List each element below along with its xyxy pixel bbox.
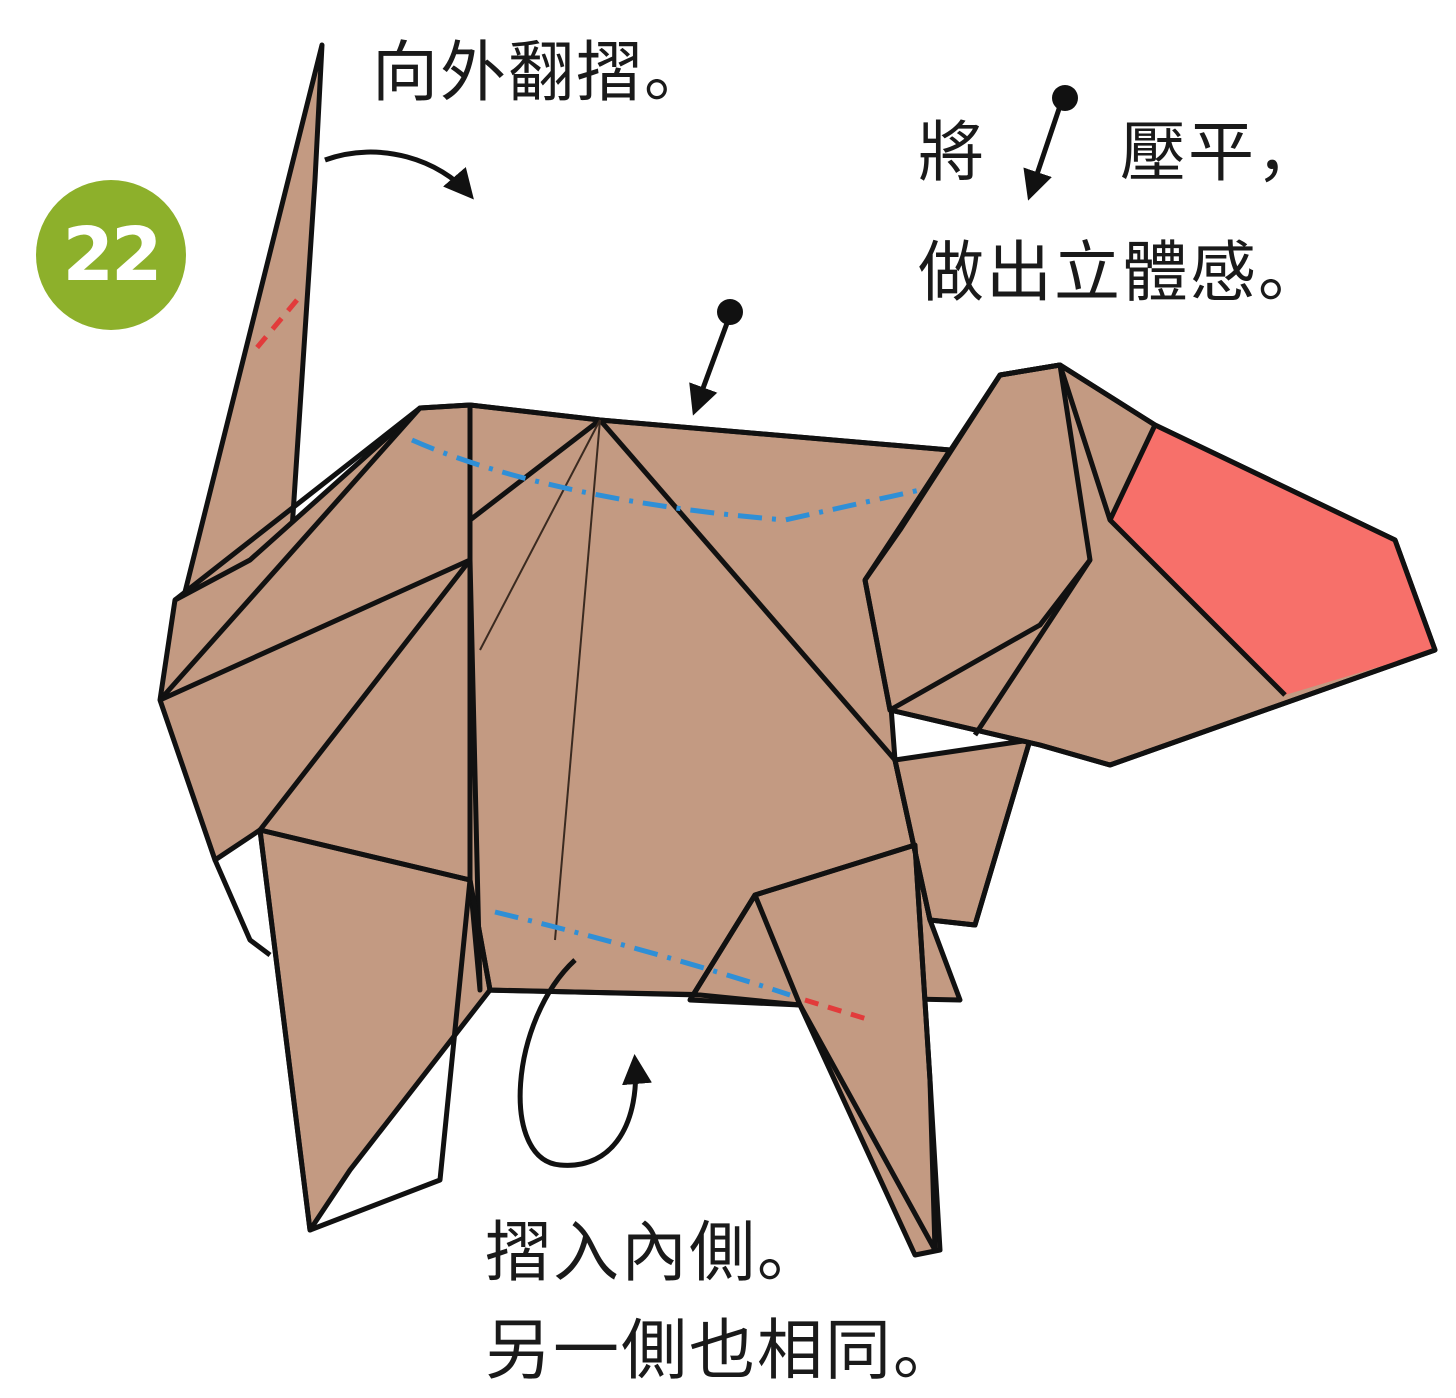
shoulder-right: [598, 418, 897, 762]
tail-instruction: 向外翻摺。: [372, 34, 712, 111]
brow-fold: [1107, 423, 1158, 522]
head-instruction-prefix: 將: [918, 114, 986, 191]
hip-diagonal: [258, 558, 472, 832]
tuck-in-arrow: [517, 958, 652, 1168]
ear-fold: [972, 362, 1093, 737]
back-push-dot: [717, 299, 743, 325]
belly-valley-fold: [494, 909, 791, 998]
back-valley-fold: [410, 437, 921, 523]
belly-line: [259, 827, 801, 1008]
valley-folds: [410, 437, 921, 998]
back-leg-outline: [257, 829, 473, 1233]
crease-1: [479, 419, 601, 651]
chest-outline: [892, 739, 1033, 928]
shoulder-left: [468, 418, 602, 522]
tail-flip-arrow: [324, 149, 474, 200]
rump-edge: [158, 406, 422, 702]
belly-white-edge: [212, 858, 272, 957]
front-leg-outline: [687, 842, 938, 1253]
head: [862, 362, 1438, 768]
step-number: 22: [62, 212, 163, 298]
belly-instruction-line2: 另一側也相同。: [485, 1312, 961, 1389]
legend-push-dot: [1052, 85, 1078, 111]
head-instruction-suffix: 壓平，: [1120, 114, 1324, 191]
belly-instruction-line1: 摺入內側。: [485, 1214, 825, 1291]
leg-mountain-fold: [804, 997, 871, 1023]
nose: [1110, 425, 1435, 695]
head-instruction-line2: 做出立體感。: [918, 234, 1326, 311]
mountain-folds: [253, 298, 871, 1023]
tail-mountain-fold: [253, 298, 299, 352]
back-push-arrow: [689, 314, 733, 416]
crease-2: [554, 419, 601, 941]
fine-creases: [479, 419, 601, 941]
arrows: [324, 99, 1065, 1168]
body-creases: [158, 402, 1033, 1253]
step-number-badge: 22: [36, 180, 186, 330]
jaw-fold: [888, 558, 1092, 713]
legend-push-arrow: [1023, 99, 1065, 201]
push-dots: [717, 85, 1078, 325]
